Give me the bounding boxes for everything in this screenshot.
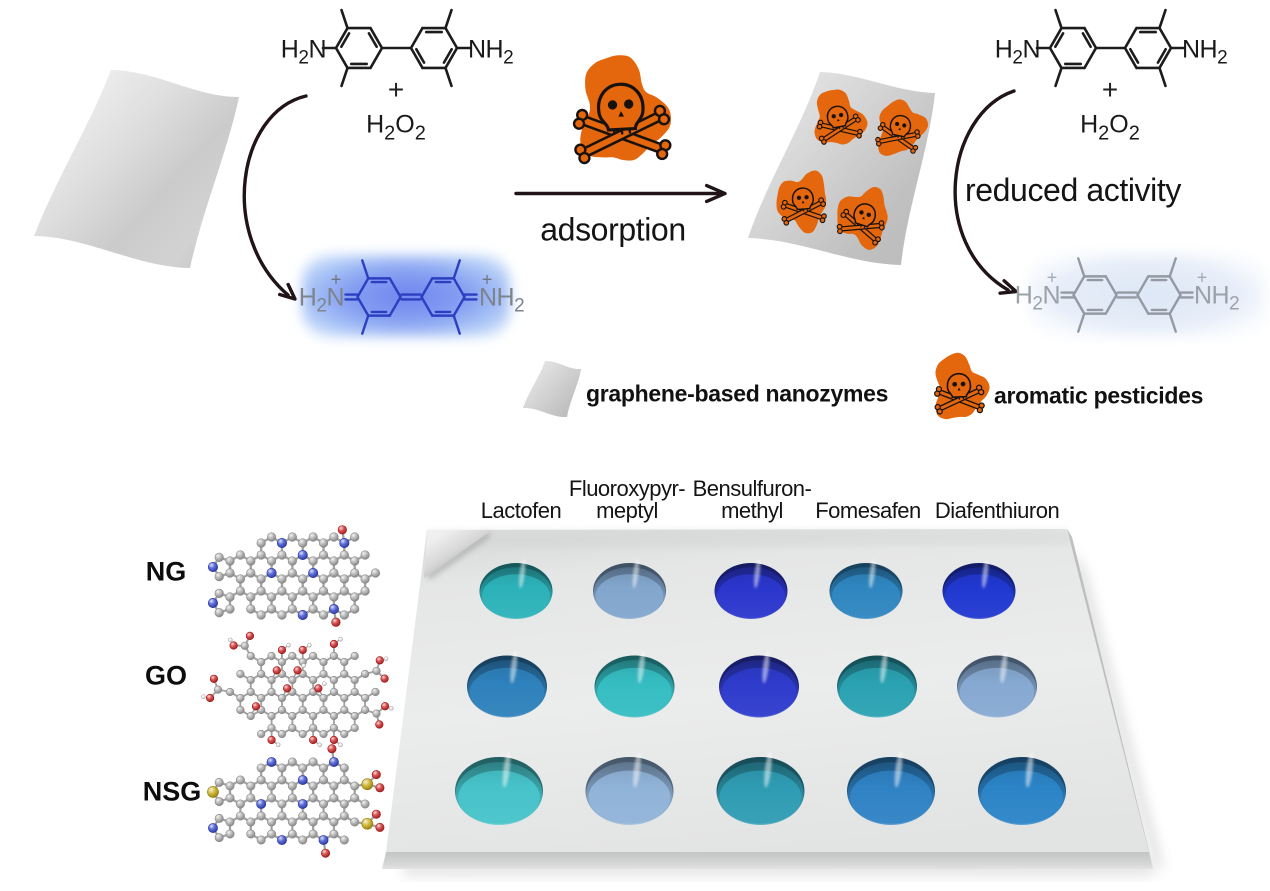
assay-well [719,651,799,718]
oxtmb-structure-blue [344,259,478,335]
tmb-structure-right [1035,8,1186,88]
plate-corner-fold [424,530,492,578]
charge-plus: + [1196,267,1208,288]
tmb-right-amine-label: H2N [994,35,1041,69]
assay-well [942,559,1016,619]
faded-oxtmb-amine-label: NH2 [1194,281,1240,315]
legend-nanozyme-icon [523,360,581,418]
assay-well [847,752,935,825]
reduced-activity-arrow [953,89,1018,295]
faded-oxtmb-amine-label: H2N [1014,281,1061,315]
column-label-lactofen: Lactofen [480,498,562,523]
skull-crossbones-icon [875,114,921,154]
faded-oxtmb-glow [1028,252,1266,338]
oxtmb-glow [302,255,510,337]
column-label-diafenthiuron: Diafenthiuron [934,498,1060,523]
adsorbed-pesticide-blob [836,186,888,250]
go-molecule [201,631,394,748]
skull-crossbones-icon [816,105,863,145]
assay-well [837,651,917,718]
nanozyme-sheet [34,70,239,268]
tmb-left-amine-label: NH2 [468,35,514,69]
oxtmb-amine-label: H2N [298,283,345,317]
assay-well [455,752,543,825]
plate-front-face [382,852,1153,869]
assay-well [593,559,666,619]
assay-well [479,559,553,619]
column-label-fomesafen: Fomesafen [815,498,921,523]
assay-well [829,559,903,619]
pesticide-blob [572,55,672,165]
nsg-molecule [207,744,385,858]
plate-right-face [1067,529,1154,871]
charge-plus: + [481,269,493,290]
assay-well [714,559,788,619]
peroxide-label: H2O2 [1080,110,1140,145]
row-label-nsg: NSG [142,776,202,807]
assay-well [716,752,805,825]
skull-crossbones-icon [572,82,672,165]
legend-pesticide-label: aromatic pesticides [994,382,1204,409]
legend-nanozyme-label: graphene-based nanozymes [586,380,889,407]
row-label-ng: NG [145,556,187,587]
tmb-left-amine-label: H2N [280,35,327,69]
legend-pesticide-icon [934,352,990,420]
assay-well [594,651,675,718]
tmb-structure-left [321,8,472,88]
charge-plus: + [1046,267,1058,288]
row-label-go: GO [144,660,188,691]
assay-well [585,752,674,825]
adsorbed-pesticide-blob [875,99,929,156]
skull-crossbones-icon [836,203,885,246]
peroxide-label: H2O2 [366,110,426,145]
well-plate [382,529,1164,876]
adsorbed-pesticide-blob [814,89,868,145]
adsorption-arrow [514,183,727,204]
assay-well [978,752,1066,825]
plus-sign: + [387,74,405,105]
assay-well [467,651,547,718]
tmb-right-amine-label: NH2 [1182,35,1228,69]
oxidation-arrow-left [242,94,308,301]
adsorption-label: adsorption [540,211,686,248]
reduced-activity-label: reduced activity [965,172,1181,208]
oxtmb-structure-faded [1060,257,1194,333]
assay-well [957,651,1037,718]
skull-crossbones-icon [780,187,827,226]
ng-molecule [207,525,381,627]
column-label-fluoroxypyr: Fluoroxypyr-meptyl [568,476,686,523]
column-label-bensulfuron: Bensulfuron-methyl [692,476,812,523]
charge-plus: + [330,269,342,290]
skull-crossbones-icon [934,372,985,415]
plus-sign: + [1101,74,1119,105]
oxtmb-amine-label: NH2 [479,283,525,317]
adsorbed-pesticide-blob [776,170,827,234]
